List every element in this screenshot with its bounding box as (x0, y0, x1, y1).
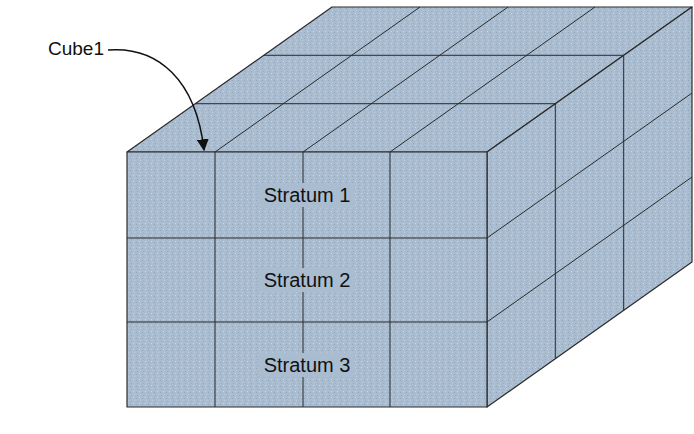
stratum-band: Stratum 1 (127, 152, 487, 238)
stratum-label: Stratum 1 (259, 183, 356, 207)
stratum-label: Stratum 2 (259, 268, 356, 292)
stratum-band: Stratum 3 (127, 322, 487, 407)
cube-leader-arrow (108, 50, 204, 150)
stratum-band: Stratum 2 (127, 238, 487, 322)
cube-grid-lines (127, 7, 692, 407)
stratum-label: Stratum 3 (259, 353, 356, 377)
front-face (127, 152, 487, 407)
right-face (487, 7, 692, 407)
callout-label: Cube1 (48, 38, 104, 61)
